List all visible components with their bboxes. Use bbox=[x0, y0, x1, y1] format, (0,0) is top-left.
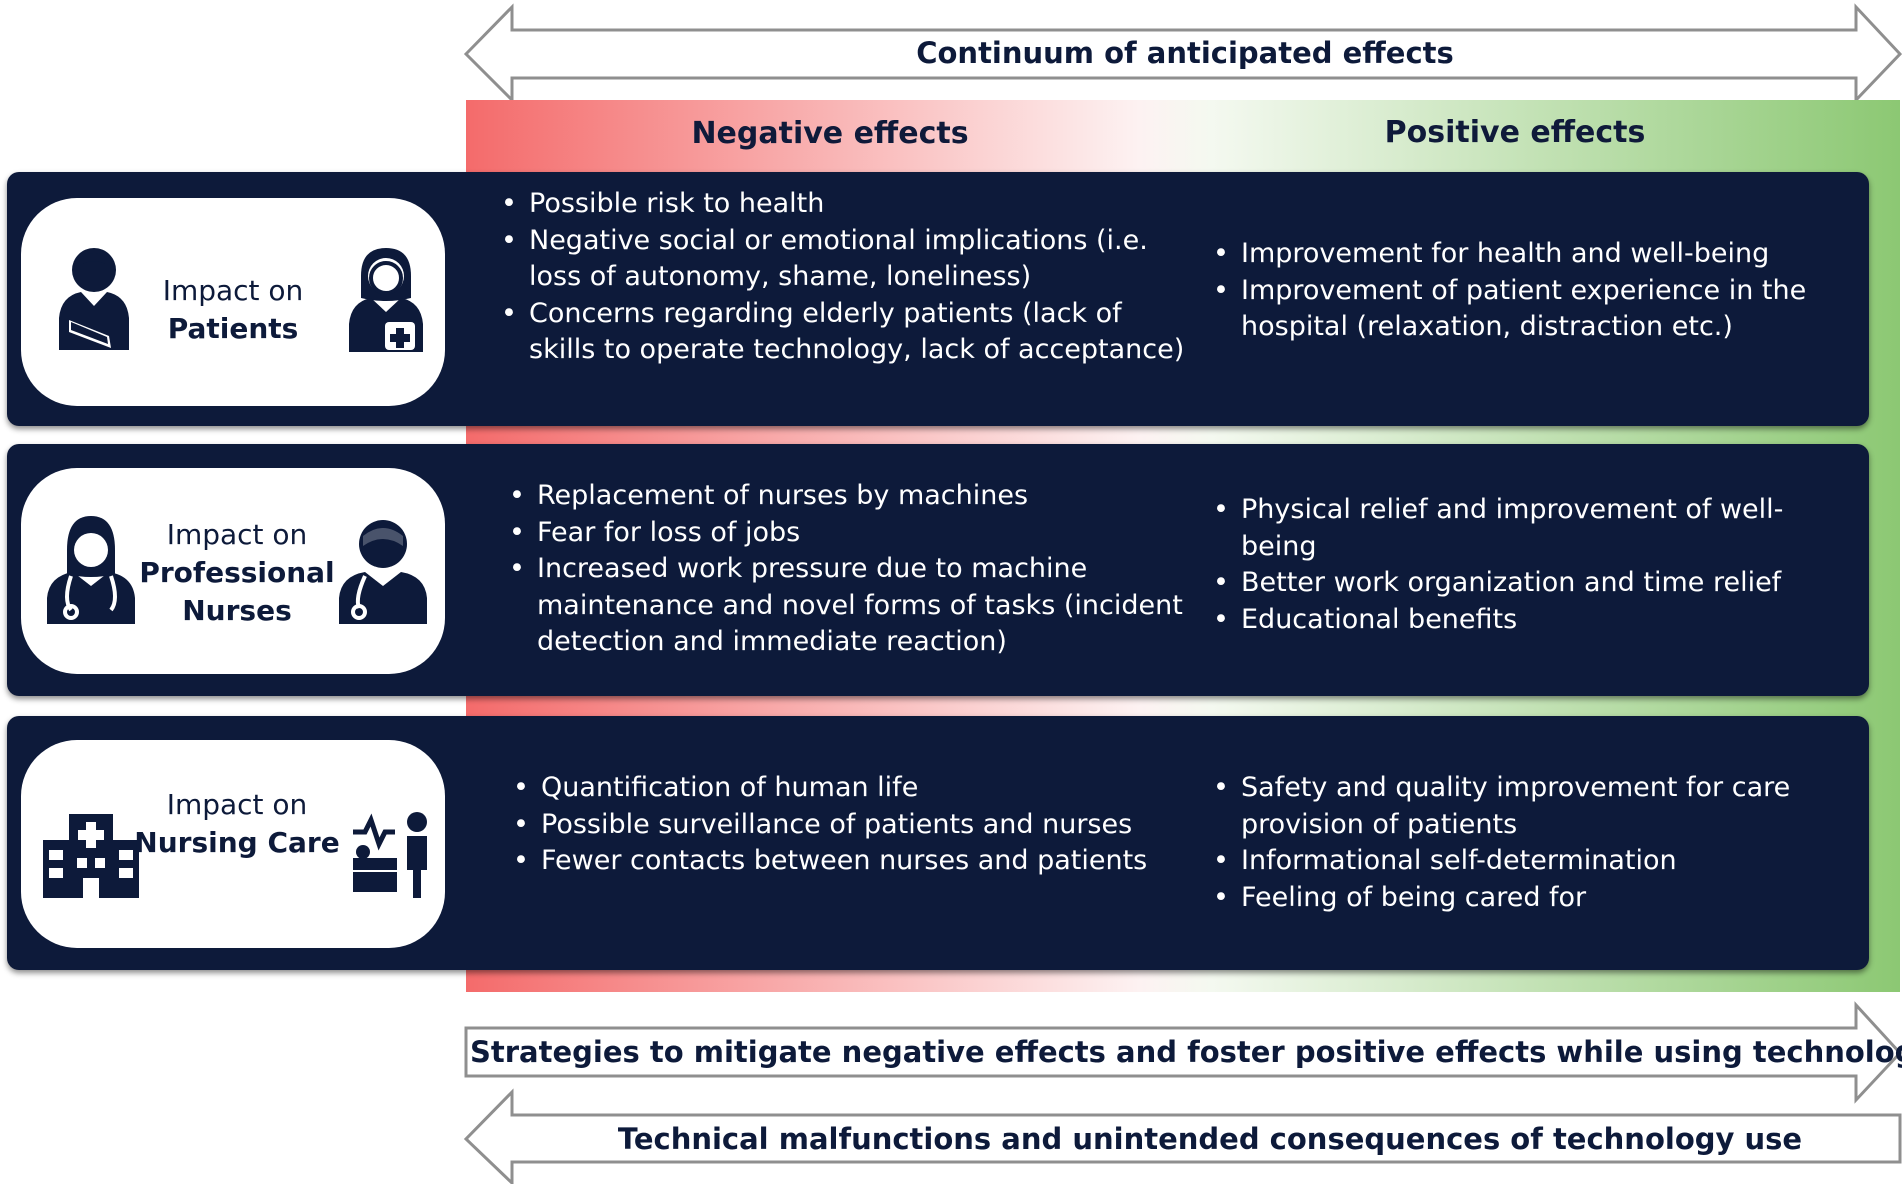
list-item: Educational benefits bbox=[1213, 602, 1841, 639]
impact-title-professional-nurses: Impact on Professional Nurses bbox=[129, 516, 345, 630]
nurse-icon bbox=[349, 248, 423, 352]
negative-effects-list: Possible risk to health Negative social … bbox=[493, 186, 1189, 369]
list-item: Fewer contacts between nurses and patien… bbox=[513, 843, 1221, 880]
strategies-label: Strategies to mitigate negative effects … bbox=[470, 1035, 1902, 1069]
list-item: Increased work pressure due to machine m… bbox=[509, 551, 1187, 661]
list-item: Possible risk to health bbox=[501, 186, 1189, 223]
list-item: Concerns regarding elderly patients (lac… bbox=[501, 296, 1189, 369]
impact-card-patients: Impact on Patients bbox=[21, 198, 445, 406]
list-item: Feeling of being cared for bbox=[1213, 880, 1831, 917]
malfunctions-label: Technical malfunctions and unintended co… bbox=[617, 1122, 1803, 1156]
hospital-building-icon bbox=[43, 814, 139, 898]
list-item: Replacement of nurses by machines bbox=[509, 478, 1187, 515]
male-nurse-icon bbox=[339, 520, 427, 624]
list-item: Better work organization and time relief bbox=[1213, 565, 1841, 602]
list-item: Improvement of patient experience in the… bbox=[1213, 273, 1861, 346]
impact-card-nursing-care: Impact on Nursing Care bbox=[21, 740, 445, 948]
positive-effects-list: Improvement for health and well-being Im… bbox=[1205, 236, 1861, 346]
row-professional-nurses: Impact on Professional Nurses Replacemen… bbox=[7, 444, 1869, 696]
impact-on-label: Impact on bbox=[166, 518, 308, 551]
list-item: Negative social or emotional implication… bbox=[501, 223, 1189, 296]
impact-on-label: Impact on bbox=[166, 788, 308, 821]
impact-subject-label: Patients bbox=[167, 312, 299, 345]
strategies-arrow bbox=[464, 1001, 1902, 1104]
row-nursing-care: Impact on Nursing Care Quantification of… bbox=[7, 716, 1869, 970]
impact-on-label: Impact on bbox=[162, 274, 304, 307]
impact-title-patients: Impact on Patients bbox=[121, 272, 345, 348]
negative-effects-list: Quantification of human life Possible su… bbox=[505, 770, 1221, 880]
impact-title-nursing-care: Impact on Nursing Care bbox=[129, 786, 345, 862]
list-item: Physical relief and improvement of well-… bbox=[1213, 492, 1841, 565]
positive-effects-heading: Positive effects bbox=[1384, 115, 1646, 150]
negative-effects-list: Replacement of nurses by machines Fear f… bbox=[501, 478, 1187, 661]
positive-effects-list: Physical relief and improvement of well-… bbox=[1205, 492, 1841, 638]
continuum-double-arrow bbox=[463, 3, 1902, 104]
patient-with-sling-icon bbox=[59, 248, 129, 350]
list-item: Possible surveillance of patients and nu… bbox=[513, 807, 1221, 844]
continuum-label: Continuum of anticipated effects bbox=[916, 36, 1454, 70]
malfunctions-arrow bbox=[463, 1088, 1902, 1184]
female-nurse-icon bbox=[47, 516, 135, 624]
list-item: Fear for loss of jobs bbox=[509, 515, 1187, 552]
impact-subject-label: Nursing Care bbox=[134, 826, 340, 859]
impact-subject-label: Professional Nurses bbox=[139, 556, 335, 627]
list-item: Improvement for health and well-being bbox=[1213, 236, 1861, 273]
list-item: Quantification of human life bbox=[513, 770, 1221, 807]
row-patients: Impact on Patients Possible risk to heal… bbox=[7, 172, 1869, 426]
list-item: Safety and quality improvement for care … bbox=[1213, 770, 1831, 843]
list-item: Informational self-determination bbox=[1213, 843, 1831, 880]
positive-effects-list: Safety and quality improvement for care … bbox=[1205, 770, 1831, 916]
negative-effects-heading: Negative effects bbox=[691, 116, 969, 151]
patient-monitoring-icon bbox=[353, 812, 427, 898]
impact-card-professional-nurses: Impact on Professional Nurses bbox=[21, 468, 445, 674]
